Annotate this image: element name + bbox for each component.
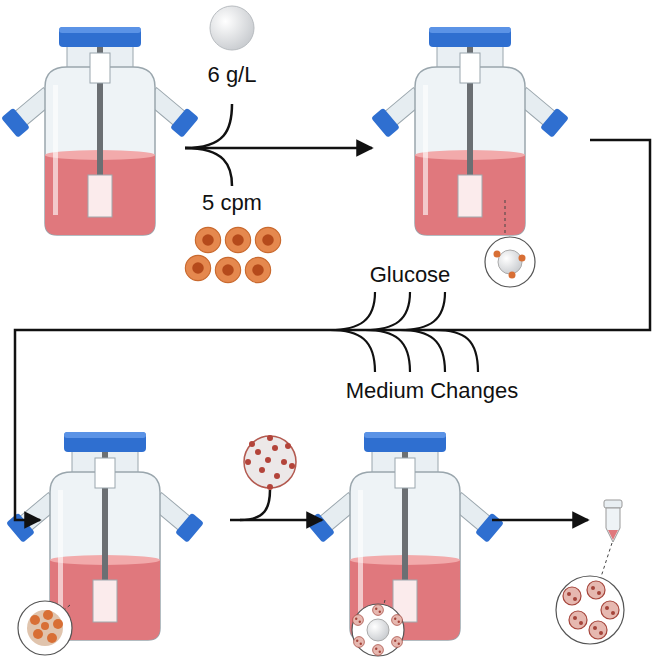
step-label: Medium Changes — [344, 378, 520, 403]
step-label: 5 cpm — [200, 190, 264, 215]
step-label: Glucose — [368, 262, 453, 287]
step-label: 6 g/L — [206, 62, 259, 87]
